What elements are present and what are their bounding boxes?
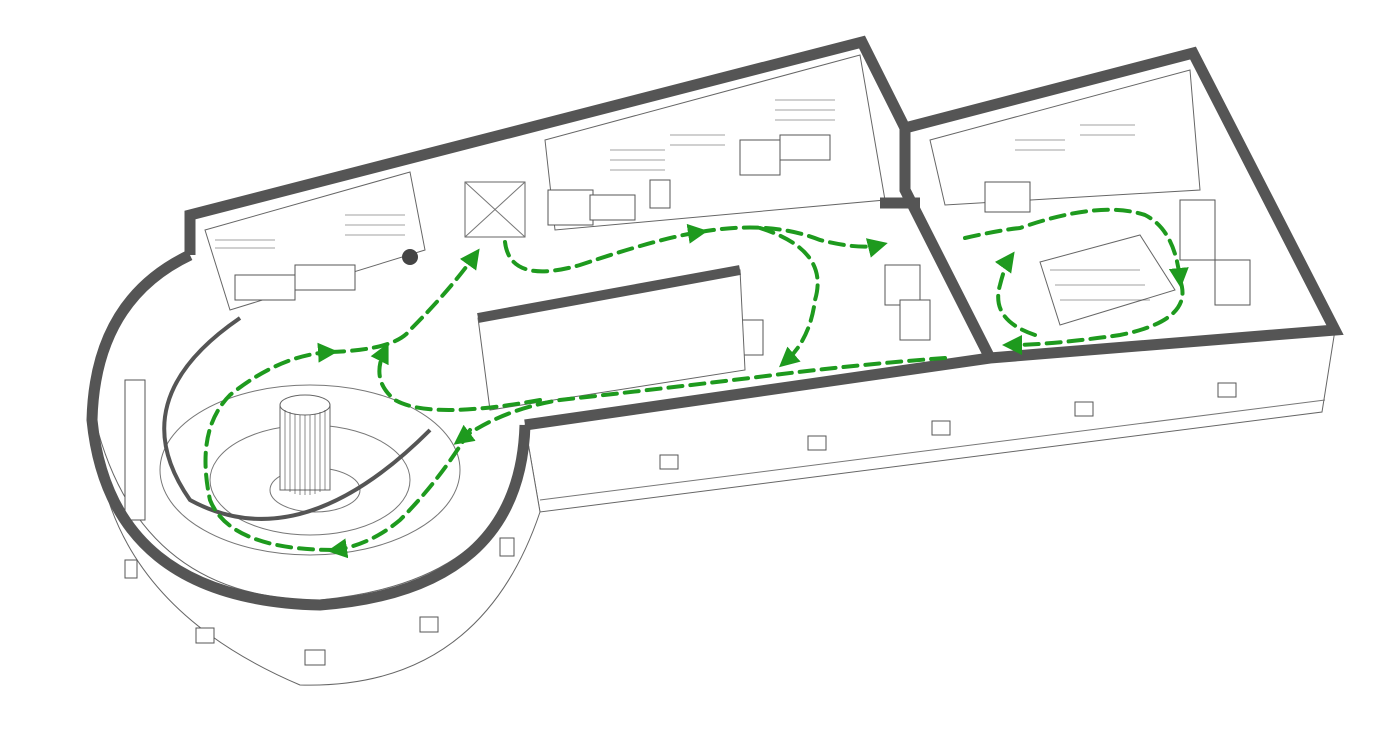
walls bbox=[86, 35, 1344, 611]
flow-path-east-gallery-loop-2 bbox=[1002, 278, 1185, 355]
flow-path-rotunda-loop-2 bbox=[328, 248, 480, 354]
flow-path-return-corridor-3 bbox=[327, 428, 472, 559]
flow-path-main-hall-loop-2 bbox=[698, 225, 888, 258]
flow-path-return-corridor bbox=[453, 356, 947, 445]
windows bbox=[124, 382, 1237, 666]
central-column bbox=[279, 394, 331, 495]
flow-path-return-corridor-2 bbox=[370, 342, 542, 412]
flow-path-rotunda-loop bbox=[203, 342, 338, 552]
flow-path-main-hall-loop bbox=[503, 223, 708, 274]
flow-path-main-hall-loop-3 bbox=[758, 226, 820, 368]
visitor-flow bbox=[203, 207, 1189, 559]
exterior-facade bbox=[94, 329, 1336, 686]
flow-path-east-gallery-loop-3 bbox=[994, 251, 1037, 337]
flow-path-east-gallery-loop bbox=[963, 207, 1189, 288]
interior-details bbox=[124, 54, 1251, 556]
